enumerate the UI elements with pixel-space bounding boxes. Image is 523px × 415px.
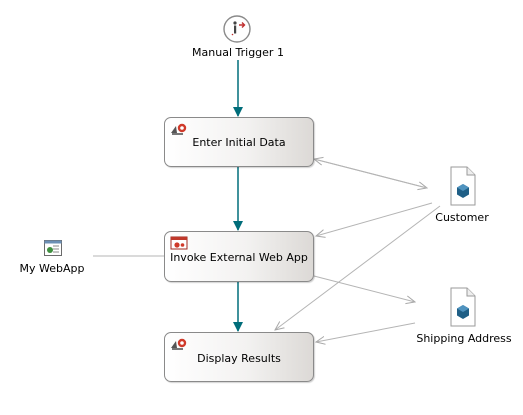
dataflow-customer-to-invoke[interactable]	[316, 202, 433, 236]
human-task-icon	[170, 121, 188, 135]
invoke-webapp-icon	[170, 235, 188, 250]
dataflow-customer-to-enter[interactable]	[314, 159, 428, 189]
activity-invoke-external-web-app[interactable]: Invoke External Web App	[164, 231, 314, 282]
customer-label: Customer	[435, 211, 489, 224]
human-task-icon	[170, 336, 188, 350]
activity-enter-initial-data[interactable]: Enter Initial Data	[164, 117, 314, 167]
manual-trigger-node[interactable]	[222, 14, 252, 44]
dataflow-invoke-to-shipping[interactable]	[313, 275, 415, 302]
shipping-address-label: Shipping Address	[416, 332, 512, 345]
manual-trigger-icon	[223, 15, 251, 43]
document-icon	[450, 287, 476, 327]
data-object-shipping-address[interactable]	[450, 287, 476, 327]
dataflow-shipping-to-display[interactable]	[316, 322, 416, 342]
webapp-icon	[44, 240, 62, 256]
webapp-label: My WebApp	[19, 262, 85, 275]
data-object-customer[interactable]	[450, 166, 476, 206]
activity-label: Display Results	[197, 352, 281, 365]
document-icon	[450, 166, 476, 206]
activity-label: Invoke External Web App	[170, 251, 308, 264]
activity-display-results[interactable]: Display Results	[164, 332, 314, 382]
manual-trigger-label: Manual Trigger 1	[192, 46, 284, 59]
activity-label: Enter Initial Data	[192, 136, 286, 149]
webapp-node[interactable]	[44, 240, 62, 256]
dataflow-customer-to-display[interactable]	[275, 205, 441, 330]
